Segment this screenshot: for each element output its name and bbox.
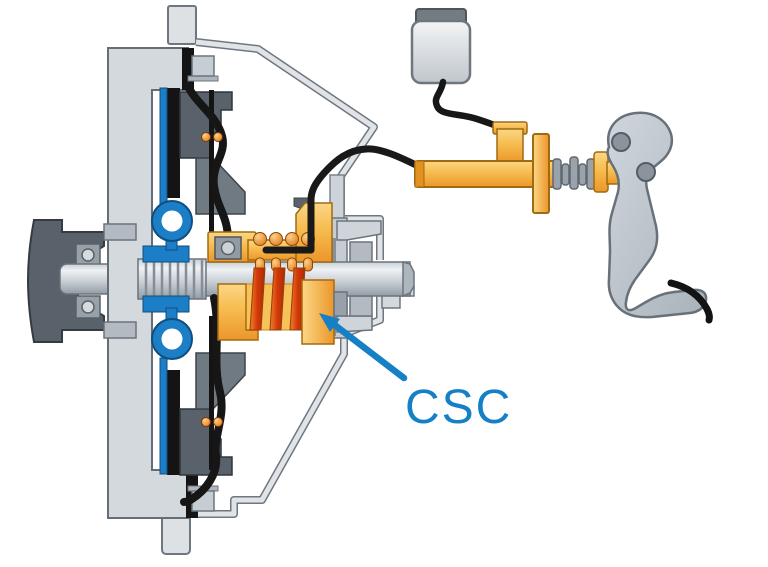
csc-gray-step [333,291,348,317]
diaphragm-finger-top [209,90,214,244]
pivot-rivet-top-right [213,132,223,142]
flange-top-arm [336,220,382,241]
pushrod-collar [593,151,609,193]
disc-plate-top [159,87,168,205]
reservoir-body [410,19,472,85]
pivot-rivet-bottom-right [213,417,223,427]
pedal-rubber-pad [667,279,713,324]
boot-rib-3 [569,156,579,190]
csc-label: CSC [405,381,512,434]
spline-grooves [144,260,204,298]
pilot-bearing-ball-upper [81,248,95,262]
boot-rib-4 [578,163,587,186]
mounting-flange [532,133,550,214]
pivot-rivet-bottom-left [201,417,211,427]
torsion-damper-spring-top-center [161,210,183,232]
pedal-pivot-hole-upper [611,132,631,152]
torsion-damper-spring-bottom-center [161,328,183,350]
pilot-bearing-ball-lower [81,300,95,314]
input-shaft-splines [137,258,207,300]
input-shaft-end [402,261,415,298]
fluid-reservoir [410,8,510,136]
master-cylinder-end-cap [414,160,425,188]
disc-plate-bottom [159,357,168,475]
hydraulic-pipe [262,145,424,254]
pushrod-boot [552,156,596,190]
csc-arrow-line [332,322,408,382]
crankshaft-flange [27,219,149,343]
pressure-plate-assembly [167,88,246,476]
preload-spring-coil-1 [253,232,267,246]
bell-housing-lower-edge [152,296,383,517]
friction-pad-bottom [167,370,180,475]
bell-housing-top-tab [167,5,197,45]
csc-arrow-head [319,313,340,332]
pivot-rivet-top-left [201,132,211,142]
cover-bolt-top [191,55,215,77]
pedal-lever [606,111,708,319]
clutch-disc [142,87,193,475]
diaphragm-spring [180,82,232,506]
flywheel-bolt-lower [103,321,137,339]
preload-spring-coil-3 [285,232,299,246]
flange-bolt-lower [349,295,373,317]
release-bearing-ball [220,240,236,256]
cover-strap-top [184,82,232,244]
csc-callout: CSC [319,313,512,434]
master-cylinder [414,121,632,214]
friction-pad-top [167,88,180,198]
preload-spring-coil-2 [269,232,283,246]
cover-strap-bottom [180,294,226,506]
flywheel-bolt-upper [103,223,137,241]
boot-rib-1 [552,158,562,190]
release-spring-coil-1 [249,267,266,331]
preload-spring-coil-8 [303,257,313,272]
clutch-pedal [606,111,713,324]
inlet-port [496,128,524,164]
diaphragm-finger-bottom [209,316,214,470]
flange-bolt-upper [349,241,373,263]
boot-rib-2 [561,163,570,186]
pedal-pivot-hole-lower [636,162,656,182]
concentric-slave-cylinder [217,267,348,345]
csc-right-block [301,279,335,345]
release-spring-coil-2 [269,267,286,331]
